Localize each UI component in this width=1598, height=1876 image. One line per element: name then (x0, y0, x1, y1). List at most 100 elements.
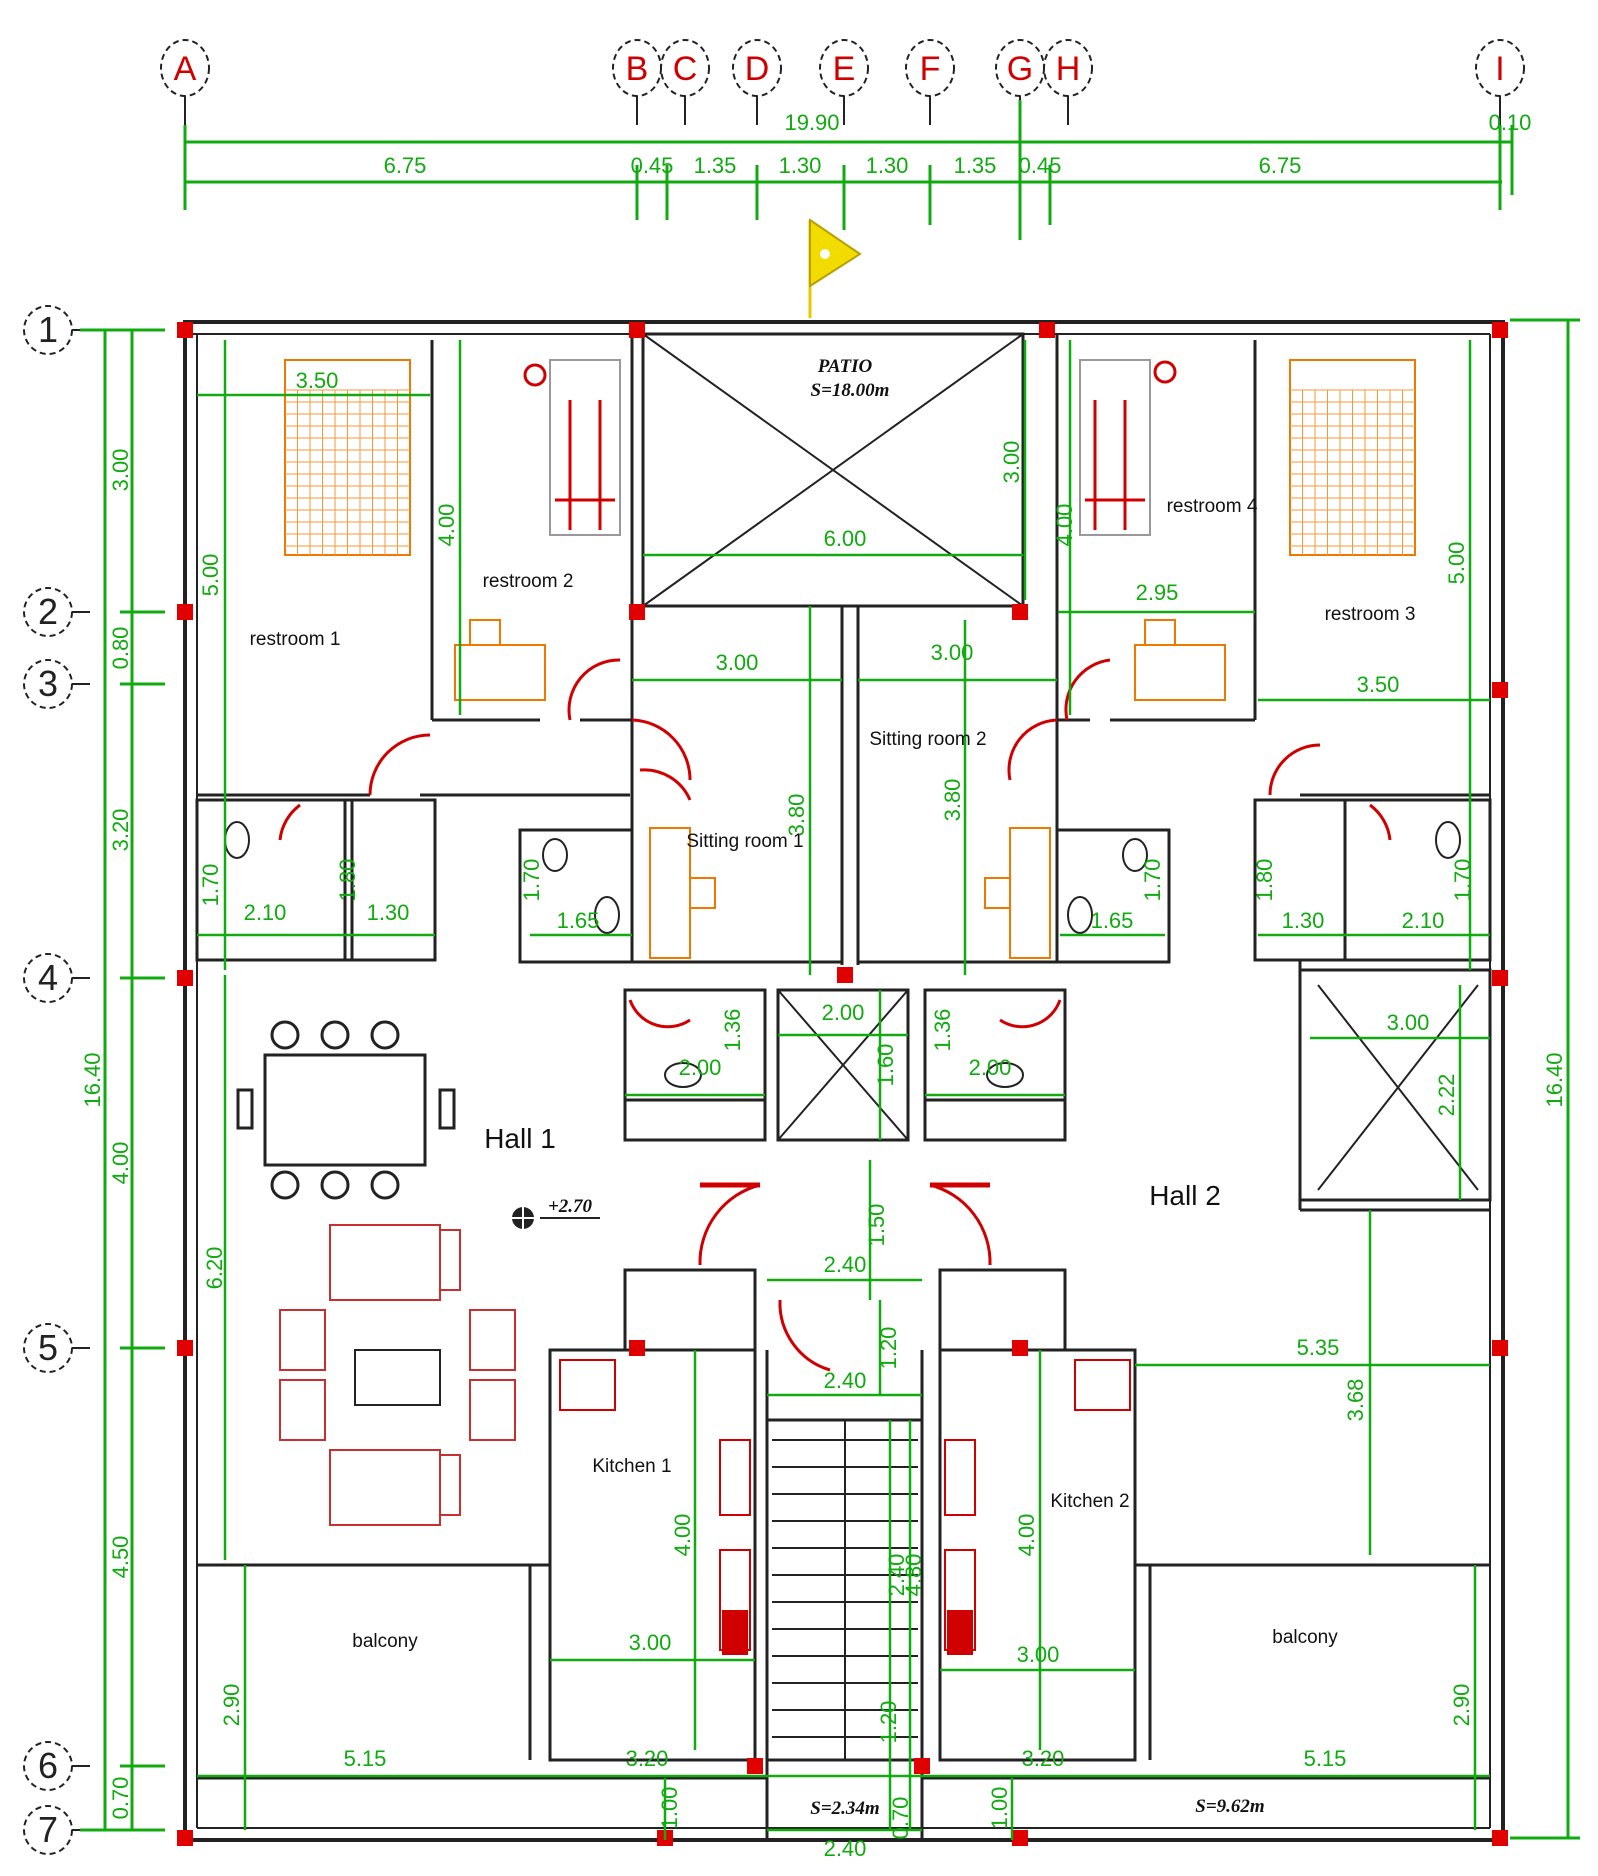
dim-hall1-h: 6.20 (202, 1247, 227, 1290)
column-label: E (833, 50, 856, 88)
balcony-area: S=9.62m (1195, 1796, 1264, 1817)
dim-wc2-h: 1.36 (930, 1009, 955, 1052)
stove-icon (944, 1439, 976, 1516)
column-marker (177, 322, 193, 338)
row-label: 7 (38, 1809, 58, 1850)
living-furniture (279, 1224, 516, 1526)
column-label: B (626, 50, 649, 88)
dim-bottom-mid-h: 0.70 (888, 1797, 913, 1840)
dim-lobby-h: 1.50 (864, 1204, 889, 1247)
desk-icon (1134, 644, 1226, 701)
patio-area: S=18.00m (811, 380, 890, 401)
dim-wc2-w: 2.00 (969, 1055, 1012, 1080)
dim-k1-h: 4.00 (670, 1514, 695, 1557)
row-label: 6 (38, 1745, 58, 1786)
balcony-2-label: balcony (1272, 1627, 1338, 1648)
structural-columns (177, 322, 1508, 1846)
column-marker (629, 604, 645, 620)
column-marker (1012, 1340, 1028, 1356)
column-marker (1039, 322, 1055, 338)
column-label: A (174, 50, 197, 88)
column-marker (1012, 604, 1028, 620)
left-segment-dim: 0.80 (108, 627, 133, 670)
top-dimensions (183, 100, 1514, 240)
dim-r3-width: 3.50 (1357, 672, 1400, 697)
column-marker (177, 1830, 193, 1846)
dim-bath1-h: 1.70 (198, 864, 223, 907)
dim-r1-width: 3.50 (296, 368, 339, 393)
coffee-table (354, 1349, 441, 1406)
armchair-icon (279, 1379, 326, 1441)
armchair-icon (279, 1309, 326, 1371)
column-label: G (1007, 50, 1033, 88)
column-label: I (1495, 50, 1504, 88)
desk-icon (649, 827, 691, 959)
dim-bath3-w: 1.65 (1091, 908, 1134, 933)
column-marker (1012, 1830, 1028, 1846)
kitchen-appliances (559, 1359, 1131, 1651)
dim-bath1-w: 2.10 (244, 900, 287, 925)
dim-stair-h1: 1.20 (876, 1327, 901, 1370)
hall-2-label: Hall 2 (1149, 1180, 1221, 1211)
dim-bath4-w: 2.10 (1402, 908, 1445, 933)
fridge-icon (559, 1359, 616, 1411)
dim-k2-h: 4.00 (1014, 1514, 1039, 1557)
dim-r3-height: 5.00 (1444, 542, 1469, 585)
column-bubble-I: I (1475, 39, 1525, 125)
hall-1-label: Hall 1 (484, 1123, 556, 1154)
top-segment-dim: 1.30 (779, 153, 822, 178)
stair-area: S=2.34m (810, 1798, 879, 1819)
row-label: 5 (38, 1327, 58, 1368)
dim-wc1-w: 2.00 (679, 1055, 722, 1080)
dim-stair-h2: 2.40 (884, 1554, 909, 1597)
sitting-room-1-label: Sitting room 1 (686, 831, 803, 852)
dim-bottom-stair-w: 2.40 (824, 1836, 867, 1861)
patio-label: PATIO (817, 356, 873, 377)
desk-icon (1009, 827, 1051, 959)
dim-k2-bottom: 3.20 (1022, 1746, 1065, 1771)
column-bubble-C: C (660, 39, 710, 125)
top-segment-dim: 6.75 (1259, 153, 1302, 178)
level-label: +2.70 (548, 1196, 593, 1217)
dim-hall2-h: 3.68 (1343, 1379, 1368, 1422)
dim-sit1-height: 3.80 (784, 794, 809, 837)
right-dimension (1510, 318, 1580, 1840)
dim-bath4-h: 1.70 (1450, 859, 1475, 902)
row-bubble-3: 3 (23, 659, 90, 709)
column-marker (1492, 682, 1508, 698)
top-end-dim: 0.10 (1489, 110, 1532, 135)
dim-lobby-w: 2.40 (824, 1252, 867, 1277)
column-label: C (673, 50, 698, 88)
dim-lift-h: 1.60 (873, 1044, 898, 1087)
column-bubble-E: E (819, 39, 869, 125)
inner-dimensions (197, 340, 1490, 1840)
dim-wc1-h: 1.36 (720, 1009, 745, 1052)
column-label: F (920, 50, 941, 88)
bed-icon (549, 359, 621, 536)
column-bubble-A: A (160, 39, 210, 125)
bed-icon (1079, 359, 1151, 536)
kitchen-2-label: Kitchen 2 (1050, 1491, 1129, 1512)
row-bubble-4: 4 (23, 953, 90, 1003)
dim-sit2-width: 3.00 (931, 640, 974, 665)
top-segment-dim: 1.30 (866, 153, 909, 178)
single-beds (523, 359, 1177, 536)
dim-shaft3-w: 3.00 (1387, 1010, 1430, 1035)
armchair-icon (469, 1309, 516, 1371)
dim-bottom-left-h: 1.00 (657, 1787, 682, 1830)
dim-bal1-h: 2.90 (219, 1684, 244, 1727)
column-marker (629, 1340, 645, 1356)
dim-shaft1-w: 1.30 (367, 900, 410, 925)
top-segment-dim: 1.35 (954, 153, 997, 178)
north-arrow-icon (808, 218, 862, 318)
dim-shaft2-h: 1.80 (1252, 859, 1277, 902)
left-segment-dim: 4.00 (108, 1142, 133, 1185)
dim-stair-w: 2.40 (824, 1368, 867, 1393)
left-segment-dim: 3.00 (108, 449, 133, 492)
top-segment-dim: 6.75 (384, 153, 427, 178)
